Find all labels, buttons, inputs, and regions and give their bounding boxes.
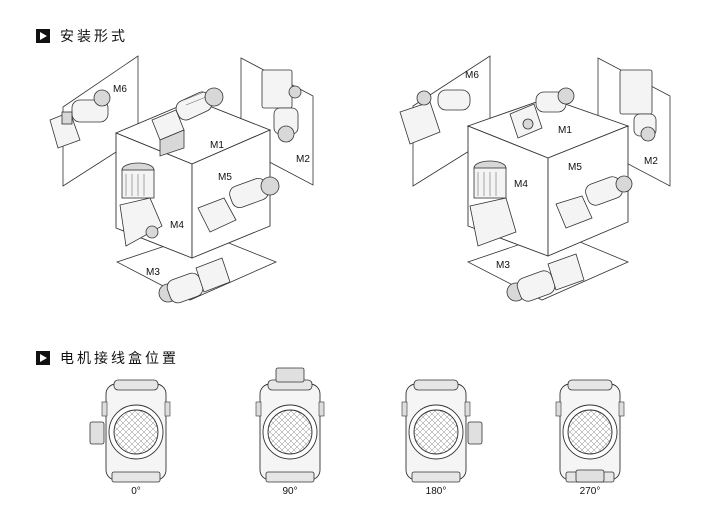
- label-m5-left: M5: [218, 172, 232, 183]
- terminal-position-label: 180°: [426, 486, 447, 497]
- m5-gearmotor-right: [555, 175, 633, 229]
- terminal-position-label: 0°: [131, 486, 141, 497]
- m2-gearmotor-left: [261, 69, 302, 143]
- terminal-view-3: 270°: [555, 379, 625, 497]
- m3-gearmotor-right: [506, 253, 585, 302]
- terminal-box-section-title: 电机接线盒位置: [36, 348, 179, 368]
- m4-gearmotor-left: [119, 162, 163, 247]
- terminal-view-1: 90°: [255, 367, 325, 497]
- label-m6-right: M6: [465, 70, 479, 81]
- label-m6-left: M6: [113, 84, 127, 95]
- m1-gearmotor-right: [509, 87, 575, 139]
- m3-gearmotor-left: [158, 257, 231, 304]
- m5-gearmotor-left: [197, 176, 280, 233]
- m4-gearmotor-right: [469, 160, 517, 247]
- label-m4-right: M4: [514, 179, 528, 190]
- terminal-view-0: 0°: [89, 379, 171, 497]
- terminal-box-icon: [467, 421, 483, 445]
- mounting-section-title: 安装形式: [36, 26, 128, 46]
- label-m3-left: M3: [146, 267, 160, 278]
- terminal-position-label: 270°: [580, 486, 601, 497]
- terminal-position-label: 90°: [282, 486, 297, 497]
- section-marker-icon: [36, 29, 50, 43]
- m6-gearmotor-left: [49, 89, 111, 149]
- terminal-box-icon: [275, 367, 305, 383]
- fan-cover-icon: [413, 409, 459, 455]
- terminal-box-icon: [575, 469, 605, 483]
- fan-cover-icon: [113, 409, 159, 455]
- section-marker-icon: [36, 351, 50, 365]
- fan-cover-icon: [267, 409, 313, 455]
- label-m5-right: M5: [568, 162, 582, 173]
- m6-gearmotor-right: [399, 89, 471, 145]
- mounting-title-text: 安装形式: [60, 29, 128, 45]
- terminal-view-2: 180°: [401, 379, 483, 497]
- m2-gearmotor-right: [619, 69, 657, 142]
- label-m2-left: M2: [296, 154, 310, 165]
- label-m4-left: M4: [170, 220, 184, 231]
- terminal-box-title-text: 电机接线盒位置: [60, 351, 179, 367]
- label-m2-right: M2: [644, 156, 658, 167]
- m1-gearmotor-left: [151, 87, 224, 157]
- label-m1-right: M1: [558, 125, 572, 136]
- label-m1-left: M1: [210, 140, 224, 151]
- label-m3-right: M3: [496, 260, 510, 271]
- fan-cover-icon: [567, 409, 613, 455]
- terminal-box-icon: [89, 421, 105, 445]
